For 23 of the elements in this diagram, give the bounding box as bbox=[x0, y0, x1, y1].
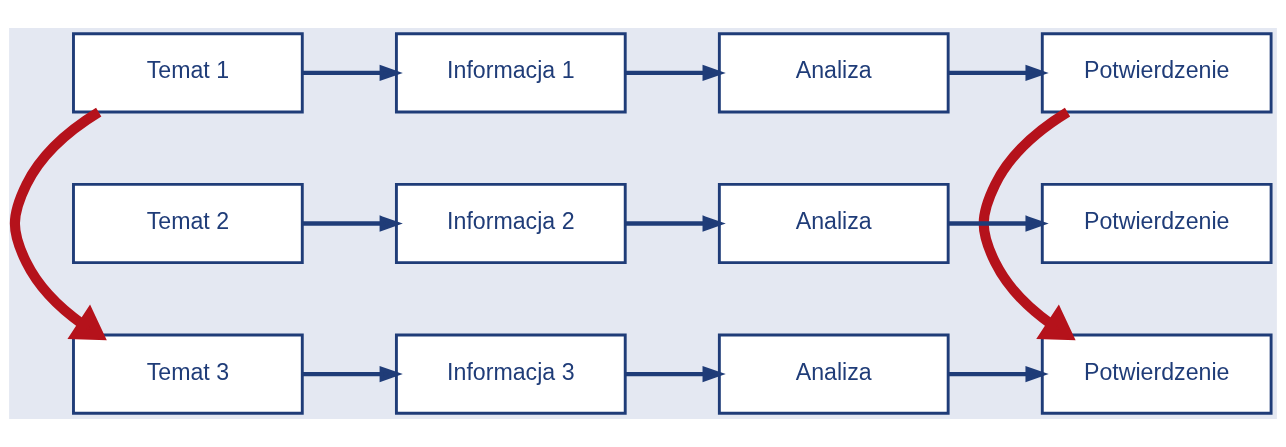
arrow bbox=[302, 64, 403, 81]
arrow bbox=[625, 366, 726, 383]
arrow bbox=[625, 64, 726, 81]
node-box: Temat 3 bbox=[72, 333, 304, 415]
node-box: Potwierdzenie bbox=[1040, 32, 1273, 114]
node-box: Analiza bbox=[717, 333, 950, 415]
node-box: Temat 1 bbox=[72, 32, 304, 114]
node-box: Informacja 2 bbox=[394, 182, 627, 265]
node-box: Informacja 3 bbox=[394, 333, 627, 415]
node-box: Potwierdzenie bbox=[1040, 333, 1273, 415]
node-box: Analiza bbox=[717, 182, 950, 265]
arrow bbox=[302, 366, 403, 383]
arrow bbox=[948, 366, 1049, 383]
arrow bbox=[978, 107, 1076, 341]
node-box: Informacja 1 bbox=[394, 32, 627, 114]
node-box: Potwierdzenie bbox=[1040, 182, 1273, 265]
arrow bbox=[948, 215, 1049, 232]
arrow bbox=[948, 64, 1049, 81]
arrow bbox=[9, 107, 107, 341]
arrow bbox=[625, 215, 726, 232]
node-box: Temat 2 bbox=[72, 182, 304, 265]
node-box: Analiza bbox=[717, 32, 950, 114]
arrow bbox=[302, 215, 403, 232]
